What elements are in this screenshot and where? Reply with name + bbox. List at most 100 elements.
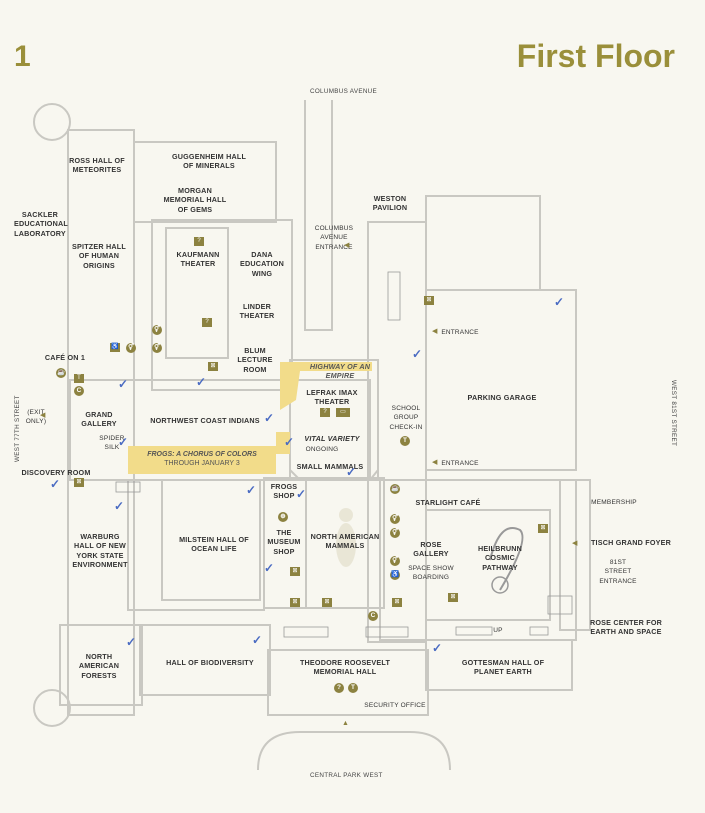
room-small-mammals: SMALL MAMMALS — [296, 462, 364, 471]
entrance-arrow-icon: ◀ — [344, 242, 350, 249]
checkmark-icon: ✓ — [114, 499, 125, 513]
restroom-icon: ⚥ — [390, 514, 400, 524]
entrance-upper[interactable]: ENTRANCE — [441, 329, 479, 336]
entrance-arrow-icon: ◀ — [572, 540, 578, 547]
checkmark-icon: ✓ — [264, 561, 275, 575]
coat-check-icon: C — [368, 611, 378, 621]
restroom-icon: ⚥ — [152, 325, 162, 335]
space-show-boarding: SPACE SHOW BOARDING — [408, 565, 454, 582]
audio-description-icon: ▭ — [336, 408, 350, 417]
hearing-assist-icon: ? — [194, 237, 204, 246]
room-roosevelt-memorial-hall: THEODORE ROOSEVELT MEMORIAL HALL — [299, 658, 391, 677]
street-west-77th: WEST 77TH STREET — [14, 395, 21, 462]
room-sackler: SACKLER EDUCATIONAL LABORATORY — [14, 210, 68, 238]
restroom-icon: ⚥ — [390, 556, 400, 566]
exhibit-frogs-banner: FROGS: A CHORUS OF COLORS THROUGH JANUAR… — [128, 446, 276, 474]
exhibit-frogs-date: THROUGH JANUARY 3 — [164, 460, 240, 467]
room-grand-gallery: GRAND GALLERY — [81, 410, 117, 429]
shop-icon: ⊕ — [278, 512, 288, 522]
restroom-icon: ⚥ — [126, 343, 136, 353]
elevator-icon: ⊠ — [74, 478, 84, 487]
checkmark-icon: ✓ — [554, 295, 565, 309]
checkmark-icon: ✓ — [252, 633, 263, 647]
checkmark-icon: ✓ — [412, 347, 423, 361]
school-group-check-in: SCHOOL GROUP CHECK-IN — [389, 405, 423, 431]
81st-street-entrance[interactable]: 81ST STREET ENTRANCE — [599, 559, 637, 585]
exhibit-vital-variety: VITAL VARIETY — [304, 434, 360, 443]
exhibit-highway-of-an-empire: HIGHWAY OF AN EMPIRE — [309, 362, 371, 381]
checkmark-icon: ✓ — [432, 641, 443, 655]
room-discovery: DISCOVERY ROOM — [21, 468, 91, 477]
tdd-icon: T — [74, 374, 84, 383]
room-parking-garage: PARKING GARAGE — [467, 393, 537, 402]
checkmark-icon: ✓ — [50, 477, 61, 491]
elevator-icon: ⊠ — [290, 598, 300, 607]
elevator-icon: ⊠ — [538, 524, 548, 533]
checkmark-icon: ✓ — [246, 483, 257, 497]
room-weston-pavilion: WESTON PAVILION — [372, 194, 408, 213]
elevator-icon: ⊠ — [424, 296, 434, 305]
room-museum-shop: THE MUSEUM SHOP — [267, 528, 301, 556]
checkmark-icon: ✓ — [196, 375, 207, 389]
columbus-avenue-entrance[interactable]: COLUMBUS AVENUE ENTRANCE — [314, 225, 354, 251]
checkmark-icon: ✓ — [118, 435, 129, 449]
hearing-assist-icon: ? — [202, 318, 212, 327]
elevator-icon: ⊠ — [392, 598, 402, 607]
wheelchair-icon: ♿ — [110, 343, 120, 352]
room-spitzer: SPITZER HALL OF HUMAN ORIGINS — [72, 242, 126, 270]
room-tisch-grand-foyer: TISCH GRAND FOYER — [590, 538, 672, 547]
room-rose-center: ROSE CENTER FOR EARTH AND SPACE — [589, 618, 663, 637]
street-west-81st: WEST 81ST STREET — [670, 380, 677, 447]
room-ross-hall: ROSS HALL OF METEORITES — [69, 156, 125, 175]
room-heilbrunn: HEILBRUNN COSMIC PATHWAY — [477, 544, 523, 572]
street-central-park-west: CENTRAL PARK WEST — [310, 772, 383, 779]
membership: MEMBERSHIP — [591, 499, 637, 506]
elevator-icon: ⊠ — [208, 362, 218, 371]
street-columbus-avenue: COLUMBUS AVENUE — [310, 88, 378, 95]
room-blum: BLUM LECTURE ROOM — [237, 346, 273, 374]
checkmark-icon: ✓ — [126, 635, 137, 649]
room-milstein: MILSTEIN HALL OF OCEAN LIFE — [179, 535, 249, 554]
room-northwest-coast: NORTHWEST COAST INDIANS — [150, 416, 260, 425]
checkmark-icon: ✓ — [346, 465, 357, 479]
room-lefrak-imax: LEFRAK IMAX THEATER — [306, 388, 358, 407]
checkmark-icon: ✓ — [264, 411, 275, 425]
restroom-icon: ⚥ — [390, 528, 400, 538]
room-linder: LINDER THEATER — [239, 302, 275, 321]
room-gottesman: GOTTESMAN HALL OF PLANET EARTH — [461, 658, 545, 677]
restaurant-icon[interactable]: ☕ — [56, 368, 66, 378]
floor-title: First Floor — [516, 38, 675, 74]
restroom-icon: ⚥ — [152, 343, 162, 353]
room-rose-gallery: ROSE GALLERY — [413, 540, 449, 559]
elevator-icon: ⊠ — [448, 593, 458, 602]
information-icon: ? — [334, 683, 344, 693]
tickets-icon: T — [348, 683, 358, 693]
coat-check-icon: C — [74, 386, 84, 396]
entrance-arrow-icon: ◀ — [432, 328, 438, 335]
room-kaufmann: KAUFMANN THEATER — [176, 250, 220, 269]
room-frogs-shop: FROGS SHOP — [270, 482, 298, 501]
wheelchair-icon: ♿ — [390, 570, 400, 580]
room-guggenheim: GUGGENHEIM HALL OF MINERALS — [171, 152, 247, 171]
room-north-american-forests: NORTH AMERICAN FORESTS — [78, 652, 120, 680]
room-morgan: MORGAN MEMORIAL HALL OF GEMS — [163, 186, 227, 214]
entrance-arrow-icon: ▲ — [342, 720, 349, 727]
room-cafe-on-1: CAFÉ ON 1 — [44, 353, 86, 362]
tickets-icon: T — [400, 436, 410, 446]
hearing-assist-icon: ? — [320, 408, 330, 417]
checkmark-icon: ✓ — [118, 377, 129, 391]
room-hall-of-biodiversity: HALL OF BIODIVERSITY — [166, 658, 254, 667]
exhibit-frogs-title: FROGS: A CHORUS OF COLORS — [147, 451, 257, 458]
checkmark-icon: ✓ — [296, 487, 307, 501]
entrance-arrow-icon: ◀ — [432, 459, 438, 466]
exit-arrow-icon: ◀ — [40, 412, 46, 419]
floor-number: 1 — [14, 40, 31, 73]
exit-only: (EXIT ONLY) — [25, 409, 47, 426]
room-starlight-cafe: STARLIGHT CAFÉ — [415, 498, 481, 507]
security-office: SECURITY OFFICE — [364, 702, 426, 709]
elevator-icon: ⊠ — [290, 567, 300, 576]
room-dana: DANA EDUCATION WING — [240, 250, 284, 278]
entrance-lower[interactable]: ENTRANCE — [441, 460, 479, 467]
restaurant-icon: ☕ — [390, 484, 400, 494]
